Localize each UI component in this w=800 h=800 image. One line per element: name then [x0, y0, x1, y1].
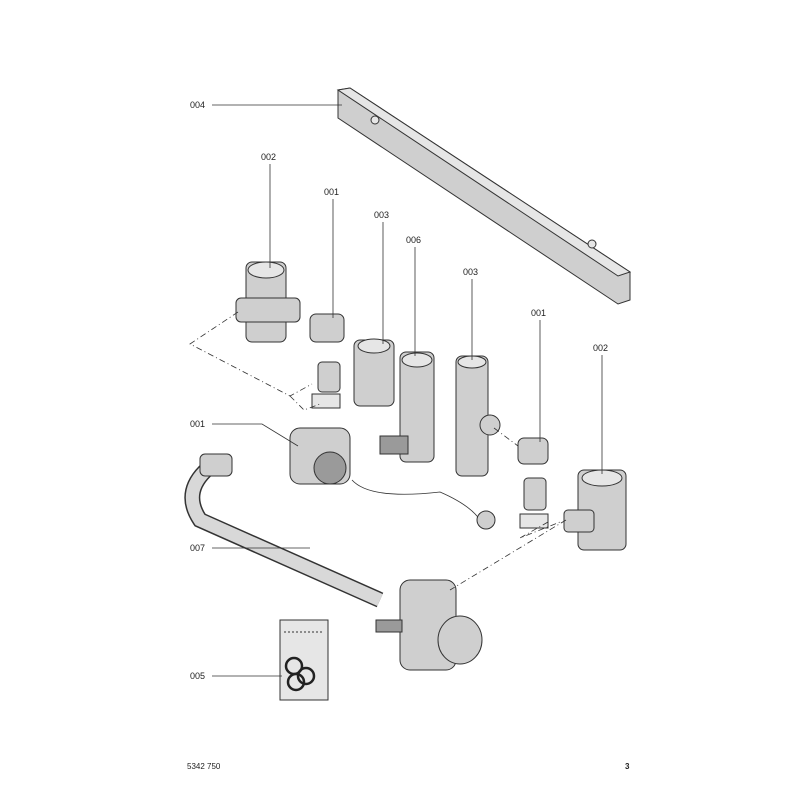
elbow-fitting-right: [517, 437, 549, 529]
callout-001: 001: [324, 187, 340, 197]
mounting-bracket: [336, 87, 632, 305]
elbow-fitting-left: [309, 313, 345, 409]
page-number: 3: [625, 762, 630, 771]
callout-007: 007: [190, 543, 206, 553]
callout-001: 001: [190, 419, 206, 429]
callout-002: 002: [593, 343, 609, 353]
tee-fitting-left: [235, 261, 301, 343]
service-valve: [455, 355, 501, 477]
union-nut-left: [353, 338, 395, 407]
pressure-valve-with-pipe: [289, 427, 496, 530]
isolation-valve: [379, 351, 435, 463]
callout-006: 006: [406, 235, 422, 245]
tee-fitting-right: [563, 469, 627, 551]
callout-003: 003: [463, 267, 479, 277]
callout-003: 003: [374, 210, 390, 220]
callout-004: 004: [190, 100, 206, 110]
bypass-pipe: [184, 453, 483, 671]
seal-kit-bag: [279, 619, 329, 701]
callout-005: 005: [190, 671, 206, 681]
callout-002: 002: [261, 152, 277, 162]
document-number: 5342 750: [187, 762, 221, 771]
callout-001: 001: [531, 308, 547, 318]
